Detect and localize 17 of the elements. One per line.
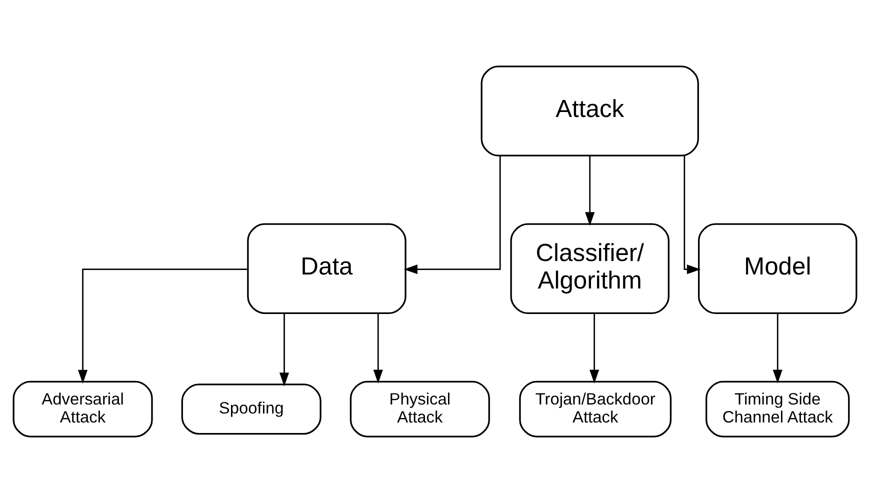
node-box: Data	[247, 222, 406, 314]
arrow	[373, 312, 383, 383]
node-box: Model	[698, 222, 858, 314]
arrow	[684, 155, 701, 274]
node-box: Timing Side Channel Attack	[706, 380, 850, 437]
node-box: Spoofing	[181, 383, 322, 434]
node-box: Trojan/Backdoor Attack	[519, 380, 672, 437]
node-box: Attack	[480, 65, 699, 156]
arrow	[590, 312, 600, 383]
arrow	[404, 155, 501, 274]
node-box: Physical Attack	[350, 380, 490, 437]
arrow	[279, 312, 290, 386]
arrow	[772, 312, 782, 383]
arrow	[78, 268, 248, 384]
arrow	[585, 155, 595, 226]
node-box: Classifier/ Algorithm	[510, 222, 670, 314]
node-box: Adversarial Attack	[12, 380, 153, 437]
